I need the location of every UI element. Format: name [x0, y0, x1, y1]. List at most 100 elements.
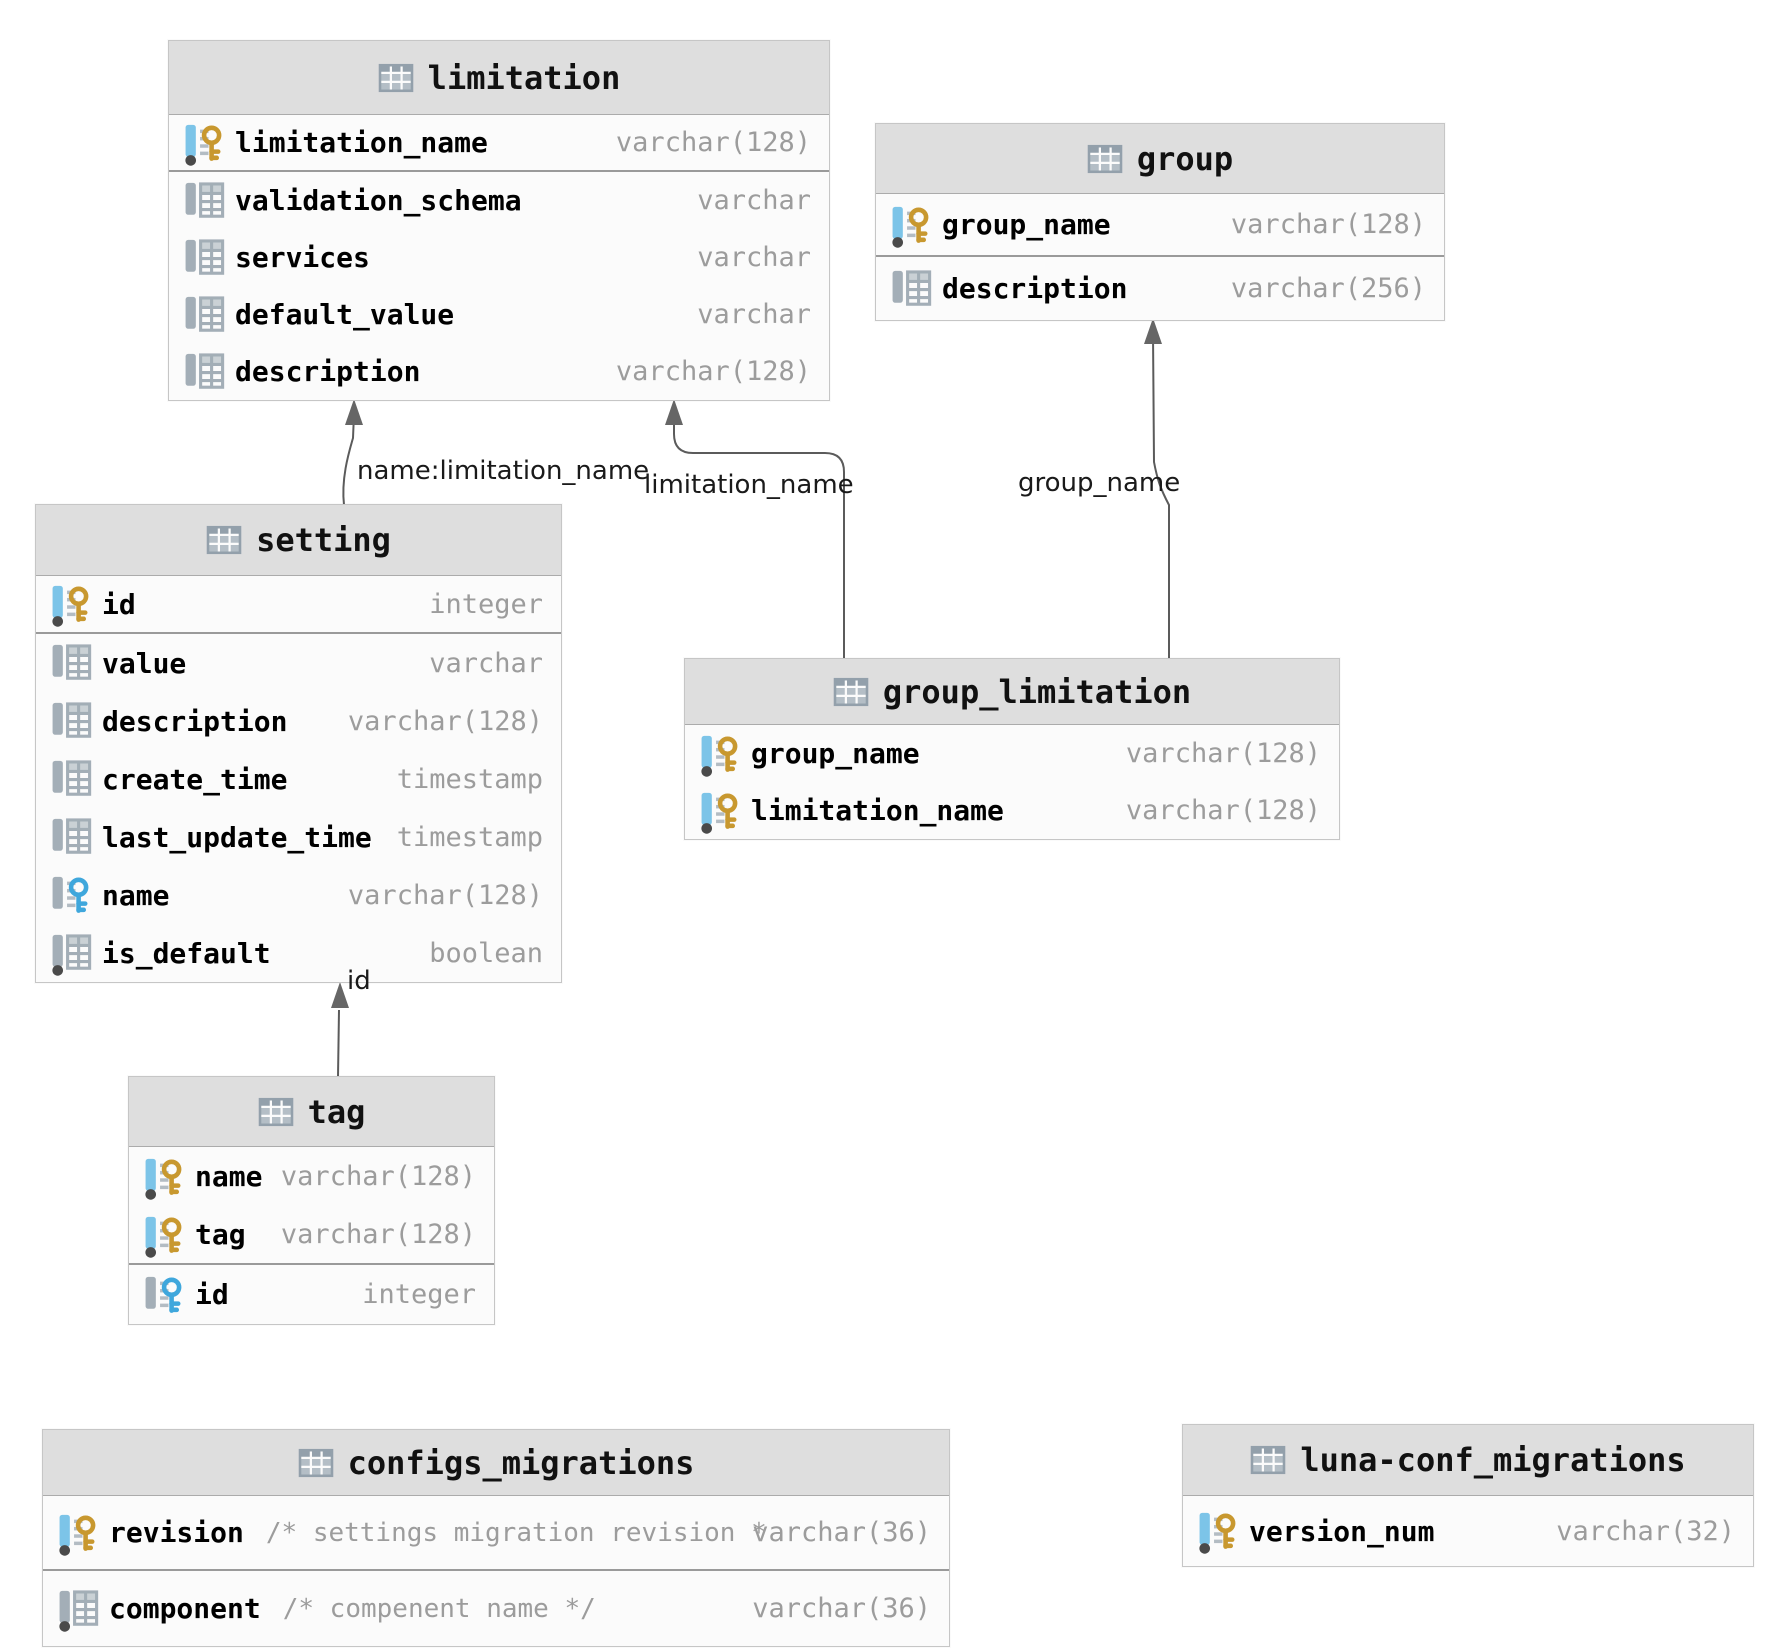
primary-key-icon: [183, 120, 227, 166]
column-type: varchar(128): [1125, 795, 1321, 826]
column-row: description varchar(128): [169, 343, 829, 400]
column-row: value varchar: [36, 634, 561, 692]
column-name: value: [102, 646, 187, 680]
column-name: name: [102, 878, 170, 912]
column-icon: [50, 640, 94, 686]
relation-label-group_name: group_name: [1018, 468, 1181, 498]
column-name: group_name: [942, 208, 1111, 241]
relation-label-limitation_name: limitation_name: [644, 470, 854, 500]
column-type: varchar(128): [280, 1161, 476, 1192]
table-rows: revision/* settings migration revision *…: [43, 1496, 949, 1646]
column-type: varchar(128): [280, 1219, 476, 1250]
primary-key-icon: [699, 788, 743, 834]
column-type: varchar(128): [615, 127, 811, 158]
column-type: varchar: [697, 299, 811, 330]
primary-key-icon: [143, 1154, 187, 1200]
table-icon: [258, 1096, 294, 1128]
column-name: validation_schema: [235, 184, 522, 217]
column-name: is_default: [102, 936, 271, 970]
column-row: is_default boolean: [36, 924, 561, 982]
table-rows: name varchar(128) tag varchar(128) id integ…: [129, 1147, 494, 1324]
column-type: varchar: [697, 185, 811, 216]
column-type: varchar: [429, 647, 543, 679]
table-icon: [1250, 1444, 1286, 1476]
column-name: services: [235, 241, 370, 274]
table-header[interactable]: setting: [36, 505, 561, 576]
relation-edge-group_limitation-to-limitation: [673, 414, 845, 659]
table-title: group: [1136, 139, 1234, 178]
column-icon: [890, 266, 934, 312]
column-type: varchar(128): [1230, 209, 1426, 240]
table-header[interactable]: luna-conf_migrations: [1183, 1425, 1753, 1496]
table-title: group_limitation: [882, 672, 1192, 711]
column-type: timestamp: [396, 763, 543, 795]
column-type: integer: [362, 1279, 476, 1310]
primary-key-icon: [57, 1510, 101, 1556]
primary-key-icon: [699, 731, 743, 777]
table-rows: limitation_name varchar(128) validation_s…: [169, 115, 829, 400]
column-name: tag: [195, 1218, 246, 1251]
table-title: configs_migrations: [347, 1443, 695, 1482]
primary-key-icon: [143, 1212, 187, 1258]
column-name: component: [109, 1592, 261, 1625]
column-row: id integer: [129, 1265, 494, 1324]
column-type: varchar(128): [347, 879, 543, 911]
table-header[interactable]: configs_migrations: [43, 1430, 949, 1496]
column-row: revision/* settings migration revision *…: [43, 1496, 949, 1571]
table-header[interactable]: group_limitation: [685, 659, 1339, 725]
table-header[interactable]: limitation: [169, 41, 829, 115]
column-icon: [183, 178, 227, 224]
column-name: name: [195, 1160, 263, 1193]
column-name: create_time: [102, 762, 288, 796]
table-icon: [1087, 143, 1123, 175]
column-icon: [183, 292, 227, 338]
column-name: limitation_name: [235, 126, 488, 159]
column-name: description: [102, 704, 288, 738]
column-type: boolean: [429, 937, 543, 969]
relation-arrowhead: [345, 399, 363, 425]
column-row: create_time timestamp: [36, 750, 561, 808]
column-icon: [183, 349, 227, 395]
not-null-column-icon: [50, 930, 94, 976]
column-name: description: [235, 355, 421, 388]
table-group[interactable]: group group_name varchar(128) description…: [875, 123, 1445, 321]
column-type: varchar(128): [615, 356, 811, 387]
column-icon: [50, 756, 94, 802]
column-comment: /* compenent name */: [282, 1593, 596, 1624]
relation-edge-tag-to-setting: [337, 1009, 340, 1078]
table-icon: [206, 524, 242, 556]
column-icon: [50, 698, 94, 744]
column-type: timestamp: [396, 821, 543, 853]
table-title: limitation: [427, 58, 621, 97]
column-name: id: [195, 1278, 229, 1311]
relation-edge-setting-to-limitation: [342, 413, 355, 506]
column-type: varchar(128): [347, 705, 543, 737]
column-row: component /* compenent name */ varchar(36): [43, 1571, 949, 1646]
table-header[interactable]: tag: [129, 1077, 494, 1147]
column-row: description varchar(128): [36, 692, 561, 750]
column-type: varchar(36): [752, 1593, 931, 1624]
column-type: varchar: [697, 242, 811, 273]
foreign-key-icon: [143, 1272, 187, 1318]
table-configs_migrations[interactable]: configs_migrations revision/* settings m…: [42, 1429, 950, 1647]
column-name: id: [102, 587, 136, 621]
relation-arrowhead: [665, 399, 683, 425]
table-icon: [833, 676, 869, 708]
table-header[interactable]: group: [876, 124, 1444, 194]
foreign-key-icon: [50, 872, 94, 918]
relation-arrowhead: [1144, 318, 1162, 344]
not-null-column-icon: [57, 1586, 101, 1632]
table-limitation[interactable]: limitation limitation_name varchar(128) v…: [168, 40, 830, 401]
